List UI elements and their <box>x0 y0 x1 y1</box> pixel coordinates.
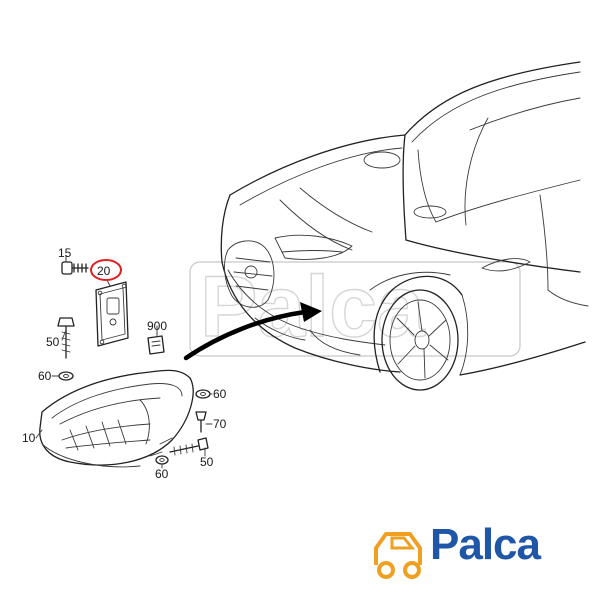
car-outline <box>220 61 589 391</box>
leader-lines <box>35 257 213 469</box>
pointer-arrow <box>183 302 322 361</box>
callout-10: 10 <box>22 431 36 445</box>
callout-60-right: 60 <box>213 387 227 401</box>
watermark: Palca <box>189 258 521 357</box>
callout-50-upper: 50 <box>46 335 60 349</box>
car-logo-icon <box>374 532 422 579</box>
part-60-nut-left <box>58 371 74 381</box>
part-50-bolt-upper <box>57 317 75 359</box>
part-50-bolt-lower <box>169 437 209 456</box>
callout-60-left: 60 <box>38 369 52 383</box>
callout-15: 15 <box>58 246 72 260</box>
part-60-nut-bottom <box>155 455 169 465</box>
brand-logo-text: Palca <box>430 520 541 569</box>
part-10-headlight <box>39 369 194 468</box>
callout-60-bottom: 60 <box>155 467 169 481</box>
part-70-clip <box>195 411 207 433</box>
part-15-screw <box>61 255 89 275</box>
highlight-circle <box>90 259 122 281</box>
part-20-control-unit <box>95 279 129 347</box>
svg-text:Palca: Palca <box>200 259 426 355</box>
callout-70: 70 <box>213 417 227 431</box>
part-60-nut-right <box>195 389 211 399</box>
callout-900: 900 <box>147 319 167 333</box>
callout-20: 20 <box>97 264 111 278</box>
callout-50-lower: 50 <box>200 455 214 469</box>
